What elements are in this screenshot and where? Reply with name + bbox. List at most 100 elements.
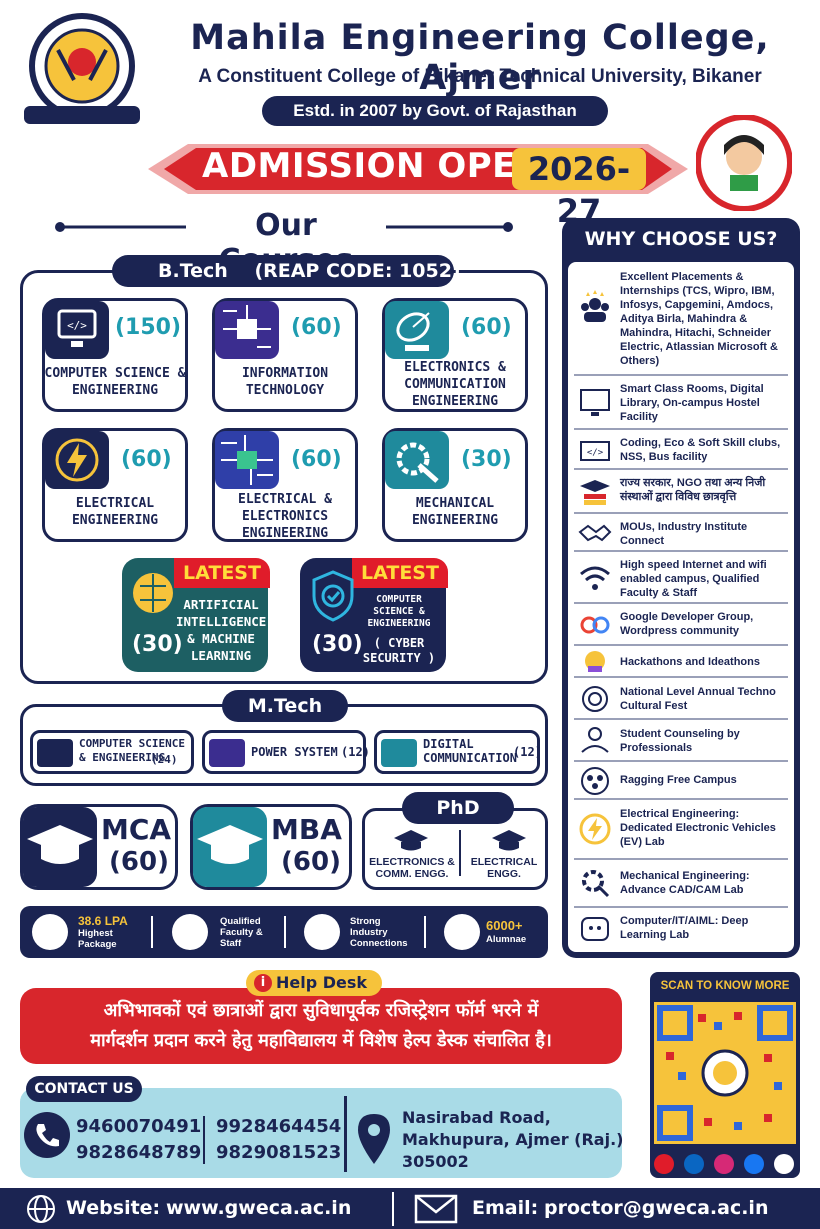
latest-card-cyber[interactable]: LATEST COMPUTER SCIENCE & ENGINEERING ( … bbox=[300, 558, 448, 672]
helpdesk-line1: अभिभावकों एवं छात्राओं द्वारा सुविधापूर्… bbox=[103, 1000, 539, 1021]
x-icon[interactable] bbox=[774, 1154, 794, 1174]
gear-icon bbox=[582, 870, 610, 898]
course-count: (60) bbox=[121, 447, 172, 472]
why-title: WHY CHOOSE US? bbox=[584, 228, 778, 250]
address-line: Nasirabad Road, bbox=[402, 1108, 551, 1127]
gdg-icon bbox=[580, 616, 610, 634]
mtech-course-name: POWER SYSTEM bbox=[251, 745, 338, 759]
why-item: MOUs, Industry Institute Connect bbox=[574, 516, 788, 552]
mtech-label: M.Tech bbox=[222, 690, 348, 722]
course-count: (60) bbox=[291, 447, 342, 472]
graduation-cap-icon bbox=[23, 807, 97, 887]
course-name: ELECTRICAL ENGINEERING bbox=[71, 496, 159, 528]
stat-label: Alumnae bbox=[486, 934, 527, 945]
latest-card-aiml[interactable]: LATEST ARTIFICIAL INTELLIGENCE & MACHINE… bbox=[122, 558, 270, 672]
mtech-course-count: (24) bbox=[151, 753, 178, 766]
mtech-card-dc[interactable]: DIGITAL COMMUNICATION (12) bbox=[374, 730, 542, 774]
established-badge: Estd. in 2007 by Govt. of Rajasthan bbox=[262, 96, 608, 126]
brain-icon bbox=[133, 573, 173, 613]
counseling-icon bbox=[581, 727, 609, 753]
circuit-icon bbox=[215, 301, 279, 359]
footer-bar: Website: www.gweca.ac.in Email: proctor@… bbox=[0, 1188, 820, 1229]
group-icon bbox=[581, 767, 609, 795]
chip-icon bbox=[215, 431, 279, 489]
stat-label: Highest Package bbox=[78, 928, 117, 950]
helpdesk-box: अभिभावकों एवं छात्राओं द्वारा सुविधापूर्… bbox=[20, 988, 622, 1064]
course-card-cse[interactable]: </> (150) COMPUTER SCIENCE & ENGINEERING bbox=[42, 298, 188, 412]
course-card-it[interactable]: (60) INFORMATION TECHNOLOGY bbox=[212, 298, 358, 412]
why-item: Google Developer Group, Wordpress commun… bbox=[574, 606, 788, 646]
info-icon: i bbox=[254, 974, 272, 992]
graduation-cap-icon bbox=[492, 830, 526, 851]
gear-wrench-icon bbox=[385, 431, 449, 489]
graduation-cap-icon bbox=[193, 807, 267, 887]
code-icon: </> bbox=[580, 441, 610, 461]
stat-label: Qualified Faculty & Staff bbox=[220, 916, 263, 949]
course-count: (150) bbox=[115, 315, 182, 340]
why-item: </> Coding, Eco & Soft Skill clubs, NSS,… bbox=[574, 432, 788, 470]
deep-learning-icon bbox=[581, 917, 609, 941]
course-card-ece[interactable]: (60) ELECTRONICS & COMMUNICATION ENGINEE… bbox=[382, 298, 528, 412]
why-item: Excellent Placements & Internships (TCS,… bbox=[574, 266, 788, 376]
contact-label: CONTACT US bbox=[26, 1076, 142, 1102]
youtube-icon[interactable] bbox=[654, 1154, 674, 1174]
college-subtitle: A Constituent College of Bikaner Technic… bbox=[198, 66, 762, 87]
course-card-me[interactable]: (30) MECHANICAL ENGINEERING bbox=[382, 428, 528, 542]
mba-count: (60) bbox=[281, 847, 341, 877]
wifi-icon bbox=[580, 566, 610, 590]
phone-number[interactable]: 9928464454 bbox=[216, 1116, 342, 1137]
location-pin-icon bbox=[358, 1114, 390, 1164]
facebook-icon[interactable] bbox=[744, 1154, 764, 1174]
website-link[interactable]: www.gweca.ac.in bbox=[166, 1197, 352, 1219]
graduation-cap-icon bbox=[394, 830, 428, 851]
btech-label: B.Tech bbox=[158, 260, 228, 282]
handshake-icon bbox=[578, 524, 612, 542]
instagram-icon[interactable] bbox=[714, 1154, 734, 1174]
handshake-icon bbox=[304, 914, 340, 950]
course-card-eee[interactable]: (60) ELECTRICAL & ELECTRONICS ENGINEERIN… bbox=[212, 428, 358, 542]
stat-value: 6000+ bbox=[486, 918, 523, 933]
latest-badge: LATEST bbox=[352, 558, 448, 588]
mca-card[interactable]: MCA (60) bbox=[20, 804, 178, 890]
helpdesk-line2: मार्गदर्शन प्रदान करने हेतु महाविद्यालय … bbox=[90, 1030, 552, 1051]
email-link[interactable]: proctor@gweca.ac.in bbox=[544, 1197, 769, 1219]
why-item: Mechanical Engineering: Advance CAD/CAM … bbox=[574, 862, 788, 908]
mtech-card-power[interactable]: POWER SYSTEM (12) bbox=[202, 730, 370, 774]
helpdesk-label: Help Desk bbox=[276, 973, 368, 992]
mba-card[interactable]: MBA (60) bbox=[190, 804, 352, 890]
team-icon bbox=[581, 290, 609, 322]
mtech-card-cse[interactable]: COMPUTER SCIENCE & ENGINEERING (24) bbox=[30, 730, 194, 774]
why-item: Student Counseling by Professionals bbox=[574, 722, 788, 762]
globe-icon bbox=[27, 1195, 55, 1223]
course-count: (30) bbox=[312, 632, 363, 657]
course-count: (30) bbox=[132, 632, 183, 657]
phone-number[interactable]: 9829081523 bbox=[216, 1142, 342, 1163]
btech-reap-code: (REAP CODE: 1052) bbox=[254, 260, 461, 282]
course-name: COMPUTER SCIENCE & ENGINEERING bbox=[44, 366, 186, 398]
qr-code[interactable] bbox=[654, 1002, 796, 1144]
phone-number[interactable]: 9828648789 bbox=[76, 1142, 202, 1163]
phd-label: PhD bbox=[402, 792, 514, 824]
why-item: National Level Annual Techno Cultural Fe… bbox=[574, 680, 788, 720]
circuit-icon bbox=[209, 739, 245, 767]
course-name: INFORMATION TECHNOLOGY bbox=[241, 366, 329, 398]
why-item: राज्य सरकार, NGO तथा अन्य निजी संस्थाओं … bbox=[574, 472, 788, 514]
shield-check-icon bbox=[312, 570, 354, 622]
satellite-dish-icon bbox=[385, 301, 449, 359]
linkedin-icon[interactable] bbox=[684, 1154, 704, 1174]
qr-label: SCAN TO KNOW MORE bbox=[660, 980, 790, 992]
course-name: MECHANICAL ENGINEERING bbox=[411, 496, 499, 528]
antenna-icon bbox=[381, 739, 417, 767]
course-name: ELECTRONICS & COMMUNICATION ENGINEERING bbox=[404, 360, 506, 409]
course-card-ee[interactable]: (60) ELECTRICAL ENGINEERING bbox=[42, 428, 188, 542]
svg-text:</>: </> bbox=[587, 448, 604, 458]
smartboard-icon bbox=[580, 389, 610, 416]
why-item: Hackathons and Ideathons bbox=[574, 648, 788, 678]
why-item: Electrical Engineering: Dedicated Electr… bbox=[574, 802, 788, 860]
mtech-course-count: (12) bbox=[513, 745, 542, 759]
phone-number[interactable]: 9460070491 bbox=[76, 1116, 202, 1137]
website-label: Website: bbox=[66, 1197, 161, 1219]
admission-open-text: ADMISSION OPEN bbox=[202, 146, 545, 186]
address-line: 305002 bbox=[402, 1152, 469, 1171]
lightning-icon bbox=[45, 431, 109, 489]
